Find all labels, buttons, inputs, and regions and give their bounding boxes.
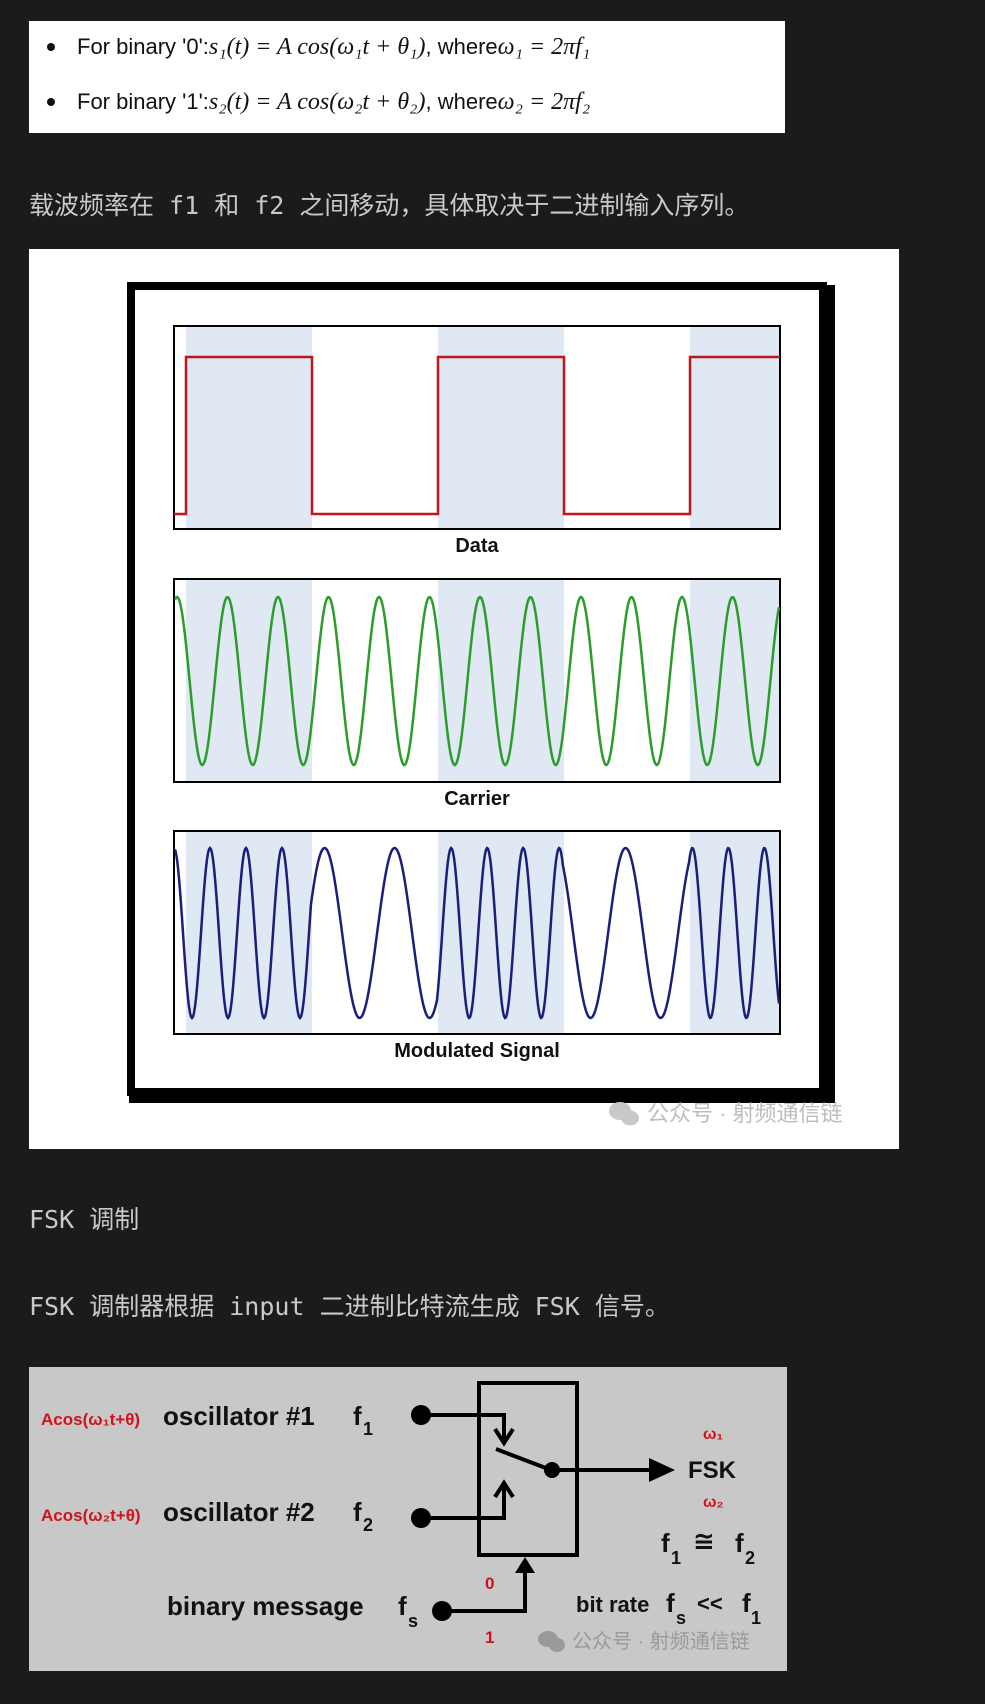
- switch-blade: [495, 1447, 552, 1472]
- carrier-panel: [173, 578, 781, 783]
- bitrate-fs-sub: s: [676, 1608, 686, 1628]
- carrier-waveform: [173, 595, 781, 767]
- bit-shade: [438, 327, 564, 529]
- carrier-label: Carrier: [444, 788, 510, 810]
- wechat-icon: [538, 1631, 565, 1652]
- bit-shade: [690, 832, 780, 1034]
- data-waveform: [174, 355, 780, 516]
- formula-mid: , where: [425, 34, 498, 59]
- bit-one-label: 1: [485, 1628, 494, 1647]
- osc2-freq-sub: 2: [363, 1515, 373, 1535]
- approx-symbol: ≅: [693, 1526, 715, 1556]
- osc2-formula: Acos(ω₂t+θ): [41, 1506, 141, 1525]
- osc1-arrow: [493, 1427, 515, 1447]
- omega1-label: ω₁: [703, 1426, 724, 1443]
- approx-f1-sub: 1: [671, 1548, 681, 1568]
- bitrate-ll: <<: [697, 1591, 723, 1616]
- output-arrow: [649, 1458, 675, 1482]
- bitrate-f1-sub: 1: [751, 1608, 761, 1628]
- omega2-label: ω₂: [703, 1494, 724, 1511]
- formula-prefix: For binary '1':: [77, 89, 209, 114]
- formula-box: For binary '0': s₁(t) = A cos(ω₁t + θ₁) …: [29, 21, 785, 133]
- fsk-waveform-figure: Data Carrier Modulated Signal 公众号 · 射频通信…: [29, 249, 899, 1149]
- fs-label: f: [398, 1591, 407, 1621]
- fsk-modulator-svg: Acos(ω₁t+θ) oscillator #1 f 1 Acos(ω₂t+θ…: [41, 1381, 761, 1653]
- fsk-output-label: FSK: [688, 1457, 737, 1484]
- fsk-modulator-diagram: Acos(ω₁t+θ) oscillator #1 f 1 Acos(ω₂t+θ…: [29, 1367, 787, 1671]
- binary-message-label: binary message: [167, 1591, 364, 1621]
- modulated-label: Modulated Signal: [394, 1040, 560, 1062]
- osc1-wire: [421, 1413, 506, 1439]
- modulator-sentence: FSK 调制器根据 input 二进制比特流生成 FSK 信号。: [29, 1292, 670, 1321]
- wechat-icon: [609, 1102, 639, 1126]
- data-panel: [173, 325, 781, 530]
- osc2-wire: [421, 1487, 506, 1520]
- approx-f2: f: [735, 1528, 744, 1558]
- osc1-freq-sub: 1: [363, 1419, 373, 1439]
- modulated-waveform: [173, 845, 781, 1021]
- carrier-sentence: 载波频率在 f1 和 f2 之间移动，具体取决于二进制输入序列。: [29, 191, 750, 220]
- osc2-arrow: [493, 1479, 515, 1499]
- formula-math: s₁(t) = A cos(ω₁t + θ₁): [208, 33, 426, 60]
- osc1-label: oscillator #1: [163, 1401, 315, 1431]
- formula-row-binary-1: For binary '1': s₂(t) = A cos(ω₂t + θ₂) …: [47, 82, 590, 122]
- section-heading: FSK 调制: [29, 1205, 140, 1234]
- osc2-label: oscillator #2: [163, 1497, 315, 1527]
- bitrate-fs: f: [666, 1588, 675, 1618]
- formula-math: s₂(t) = A cos(ω₂t + θ₂): [208, 88, 426, 115]
- fsk-waveform-svg: Data Carrier Modulated Signal 公众号 · 射频通信…: [127, 282, 843, 1126]
- formula-prefix: For binary '0':: [77, 34, 209, 59]
- bit-shade: [690, 327, 780, 529]
- formula-row-binary-0: For binary '0': s₁(t) = A cos(ω₁t + θ₁) …: [47, 27, 590, 67]
- bitrate-f1: f: [742, 1588, 751, 1618]
- fs-label-sub: s: [408, 1611, 418, 1631]
- formula-mid: , where: [425, 89, 498, 114]
- watermark-text: 公众号 · 射频通信链: [572, 1630, 750, 1653]
- bullet-dot: [47, 98, 55, 106]
- data-label: Data: [455, 535, 499, 557]
- bit-shade: [690, 580, 780, 782]
- approx-f1: f: [661, 1528, 670, 1558]
- bitrate-label: bit rate: [576, 1592, 649, 1617]
- control-arrow: [515, 1557, 535, 1573]
- bit-shade: [186, 327, 312, 529]
- bit-zero-label: 0: [485, 1574, 494, 1593]
- approx-f2-sub: 2: [745, 1548, 755, 1568]
- osc2-freq: f: [353, 1497, 362, 1527]
- control-wire: [442, 1571, 527, 1613]
- bullet-dot: [47, 43, 55, 51]
- formula-omega: ω₂ = 2πf₂: [497, 88, 591, 115]
- osc1-formula: Acos(ω₁t+θ): [41, 1410, 140, 1429]
- modulated-panel: [173, 830, 781, 1035]
- formula-omega: ω₁ = 2πf₁: [497, 33, 591, 60]
- osc1-freq: f: [353, 1401, 362, 1431]
- watermark-text: 公众号 · 射频通信链: [647, 1101, 843, 1126]
